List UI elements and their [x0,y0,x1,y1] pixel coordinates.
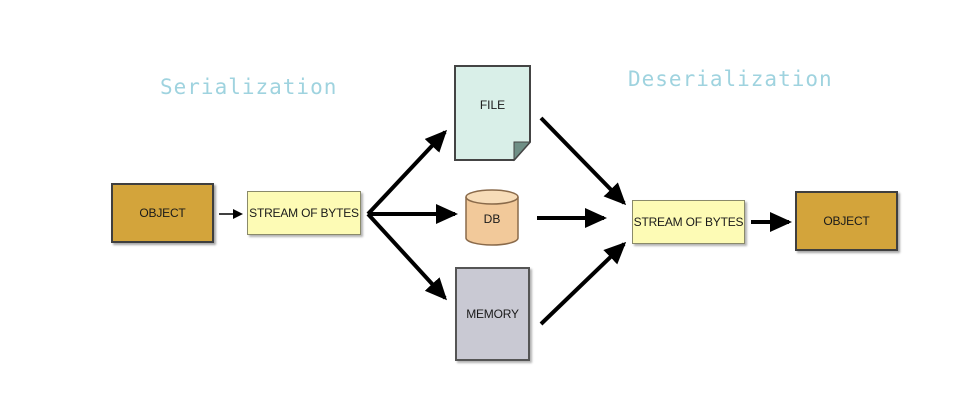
arrow-memory-to-stream [539,241,627,326]
db-cylinder-icon [465,189,519,246]
object-left-label: OBJECT [139,206,186,220]
stream-of-bytes-box-left: STREAM OF BYTES [247,191,361,235]
memory-label: MEMORY [466,307,519,321]
serialization-heading: Serialization [160,75,338,99]
file-label: FILE [479,98,506,112]
db-label: DB [483,212,501,226]
memory-box: MEMORY [455,267,530,361]
arrow-stream-to-file [366,129,448,216]
object-box-right: OBJECT [795,191,898,251]
file-document-icon [454,65,532,162]
object-right-label: OBJECT [823,214,870,228]
object-box-left: OBJECT [111,183,214,243]
stream-of-bytes-box-right: STREAM OF BYTES [632,200,745,244]
deserialization-heading: Deserialization [628,67,833,91]
arrow-stream-to-memory [366,212,448,301]
stream-left-label: STREAM OF BYTES [249,206,359,220]
arrow-file-to-stream [539,116,627,206]
stream-right-label: STREAM OF BYTES [633,215,744,229]
